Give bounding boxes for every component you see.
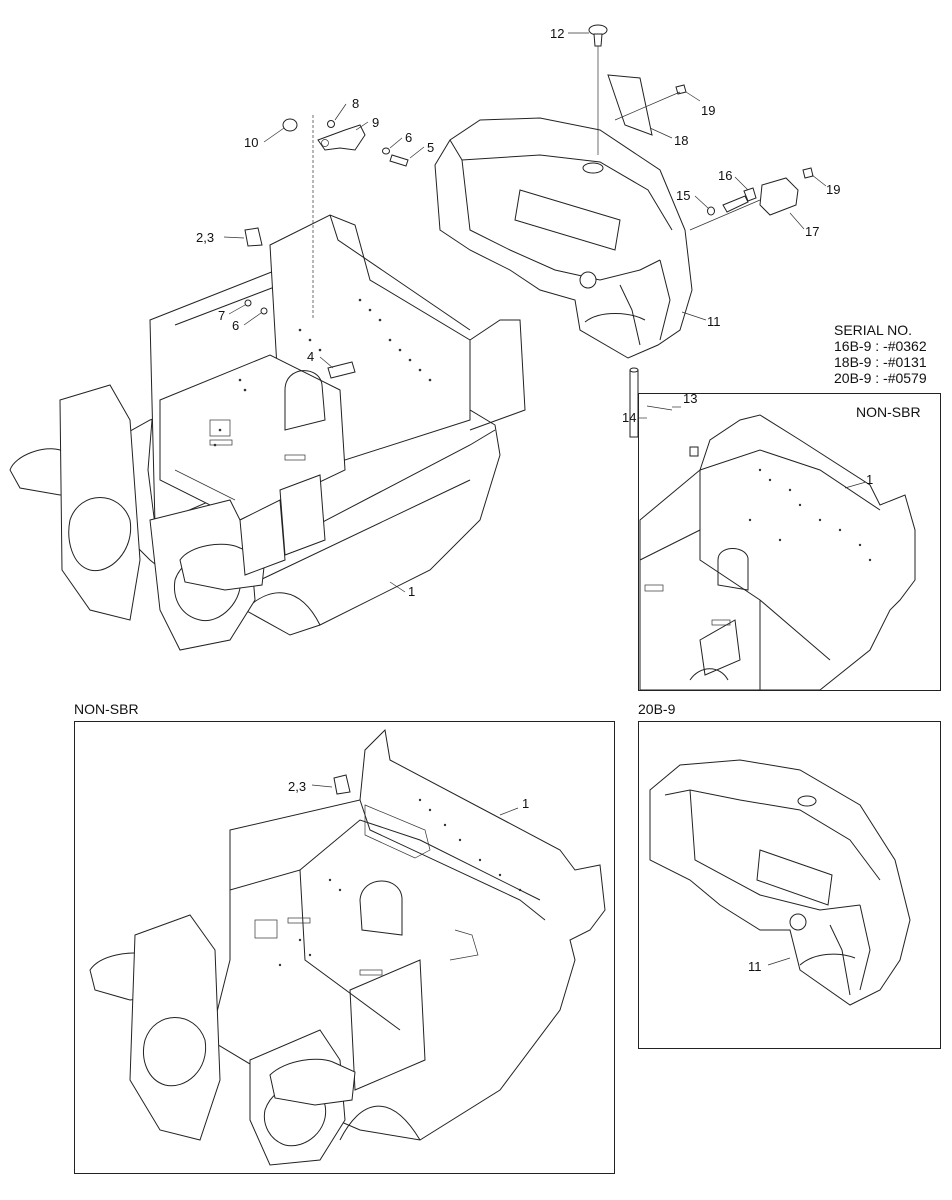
detail-bottom-callout-1: 1 <box>522 796 529 811</box>
callout-11: 11 <box>707 314 721 329</box>
callout-4: 4 <box>307 349 314 364</box>
detail-bottom-callout-2-3: 2,3 <box>288 779 306 794</box>
detail-bottom-right-title: 20B-9 <box>638 701 676 717</box>
detail-right-title: NON-SBR <box>856 404 921 420</box>
callout-5: 5 <box>427 140 434 155</box>
detail-box-20b9 <box>638 721 941 1049</box>
callout-17: 17 <box>805 224 819 239</box>
hardware-parts <box>244 118 409 379</box>
serial-line-16b9: 16B-9 : -#0362 <box>834 338 927 354</box>
callout-15: 15 <box>676 188 690 203</box>
callout-14: 14 <box>622 410 636 425</box>
detail-box-non-sbr-bottom <box>74 721 615 1174</box>
detail-bottom-left-title: NON-SBR <box>74 701 139 717</box>
callout-13: 13 <box>683 391 697 406</box>
callout-10: 10 <box>244 135 258 150</box>
callout-9: 9 <box>372 115 379 130</box>
callout-labels: 12 8 9 6 5 10 2,3 7 6 4 1 19 18 16 15 19… <box>196 26 873 974</box>
serial-line-20b9: 20B-9 : -#0579 <box>834 370 927 386</box>
detail-20b9-drawing <box>649 759 911 1006</box>
detail-non-sbr-bottom-drawing <box>89 728 606 1166</box>
callout-19-top: 19 <box>701 103 715 118</box>
leader-lines <box>223 32 867 966</box>
callout-6-top: 6 <box>405 130 412 145</box>
detail-20b9-callout-11: 11 <box>748 959 762 974</box>
callout-16: 16 <box>718 168 732 183</box>
callout-1: 1 <box>408 584 415 599</box>
serial-line-18b9: 18B-9 : -#0131 <box>834 354 927 370</box>
callout-7: 7 <box>218 308 225 323</box>
callout-6-lower: 6 <box>232 318 239 333</box>
serial-title: SERIAL NO. <box>834 322 913 338</box>
counterweight-drawing <box>434 24 814 438</box>
detail-right-callout-1: 1 <box>866 472 873 487</box>
callout-8: 8 <box>352 96 359 111</box>
serial-number-block: SERIAL NO. 16B-9 : -#0362 18B-9 : -#0131… <box>834 322 927 386</box>
callout-12: 12 <box>550 26 564 41</box>
callout-19-right: 19 <box>826 182 840 197</box>
callout-18: 18 <box>674 133 688 148</box>
detail-non-sbr-right-drawing <box>639 414 916 691</box>
callout-2-3: 2,3 <box>196 230 214 245</box>
